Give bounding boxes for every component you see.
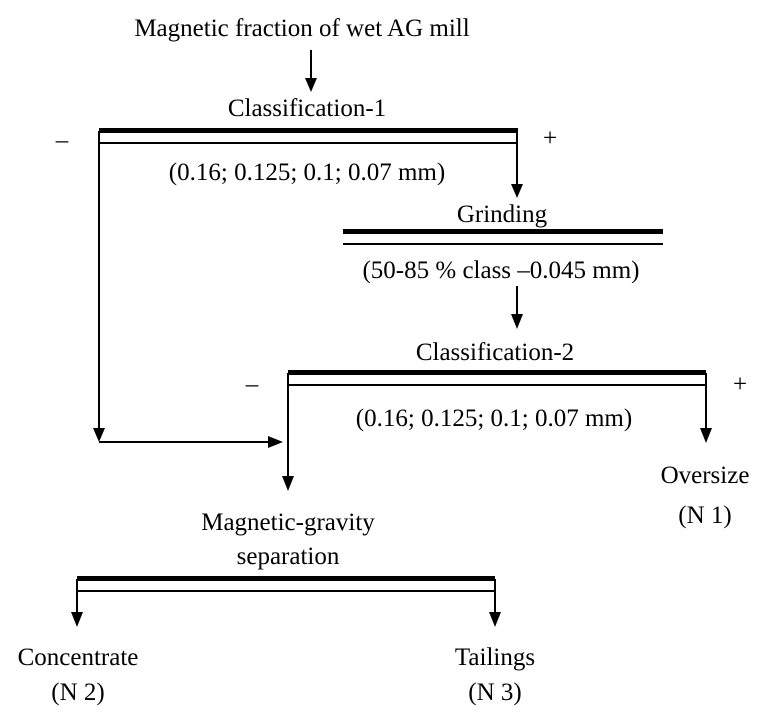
separation-top-bar [77, 576, 495, 581]
oversize-label: Oversize [661, 462, 750, 489]
classification-2-top-bar [288, 370, 706, 375]
separation-label-line2: separation [237, 543, 340, 570]
classification-2-minus: – [245, 371, 259, 398]
grinding-spec: (50-85 % class –0.045 mm) [362, 257, 639, 284]
grinding-title: Grinding [457, 201, 548, 228]
concentrate-code: (N 2) [51, 679, 104, 706]
classification-1-title: Classification-1 [228, 95, 386, 122]
oversize-code: (N 1) [678, 502, 731, 529]
c2-plus-arrow-head [700, 428, 712, 443]
c1-plus-arrow-head [511, 184, 523, 198]
input-arrow-head [305, 78, 317, 92]
separation-label-line1: Magnetic-gravity [201, 509, 375, 536]
grinding-top-bar [343, 229, 663, 234]
tailings-label: Tailings [455, 644, 535, 671]
classification-1-top-bar [99, 128, 518, 133]
tailings-arrow-head [489, 612, 501, 627]
c1-minus-horizontal-arrow-head [268, 436, 283, 448]
c1-minus-arrow-head [93, 428, 105, 442]
concentrate-label: Concentrate [18, 644, 139, 671]
classification-1-minus: – [55, 127, 69, 154]
tailings-code: (N 3) [468, 679, 521, 706]
grinding-arrow-head [511, 314, 523, 329]
classification-1-sizes: (0.16; 0.125; 0.1; 0.07 mm) [169, 159, 445, 186]
classification-2-title: Classification-2 [416, 339, 574, 366]
classification-1-plus: + [543, 125, 557, 152]
classification-2-sizes: (0.16; 0.125; 0.1; 0.07 mm) [356, 405, 632, 432]
concentrate-arrow-head [71, 612, 83, 627]
input-label: Magnetic fraction of wet AG mill [134, 15, 469, 42]
classification-2-plus: + [733, 371, 747, 398]
c2-minus-arrow-head [282, 476, 294, 491]
